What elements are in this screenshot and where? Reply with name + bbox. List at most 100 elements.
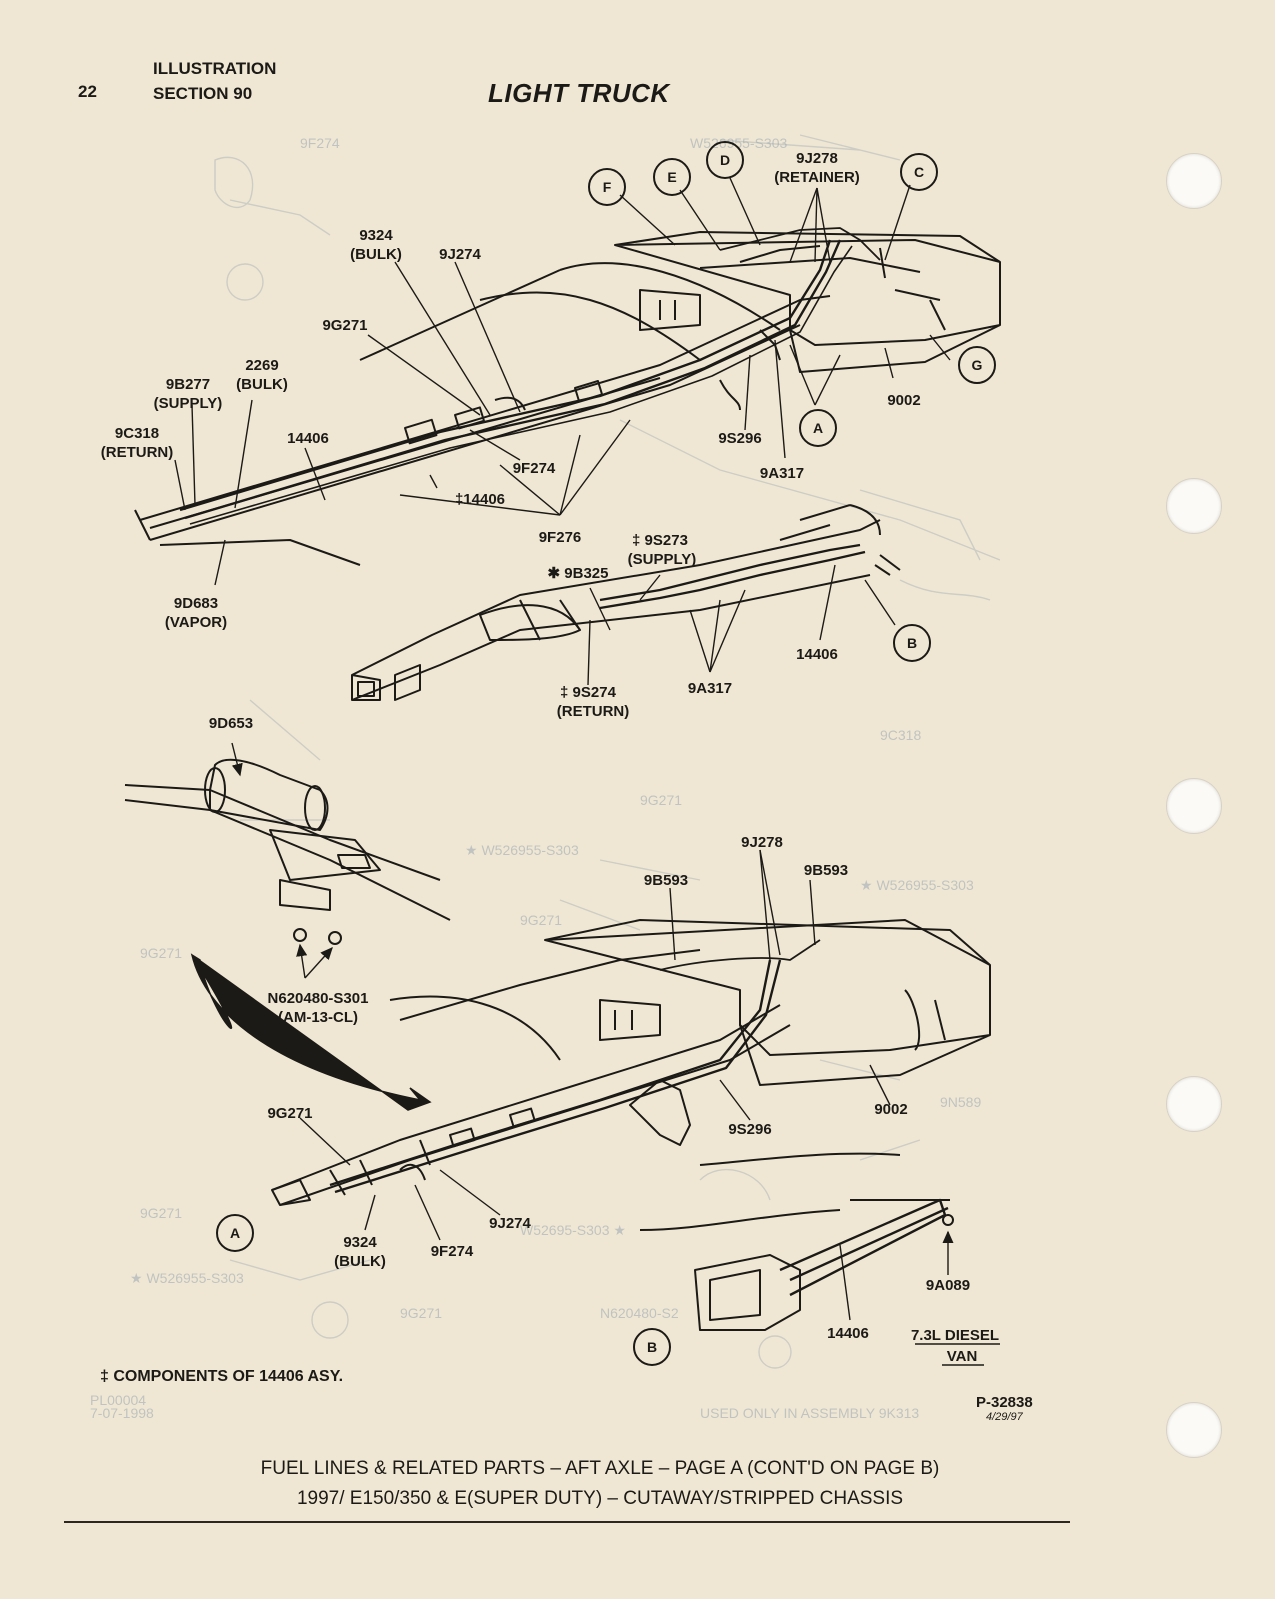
- bleed-through-text: 9F274 W526955-S303 9C318 9G271 ★ W526955…: [90, 135, 981, 1421]
- svg-text:N620480-S2: N620480-S2: [600, 1305, 679, 1321]
- label-9b593-b: 9B593: [804, 862, 848, 879]
- bottom-tank-assembly: [271, 919, 991, 1206]
- label-9s274-return: (RETURN): [557, 703, 630, 720]
- callout-a-bottom: A: [216, 1214, 254, 1252]
- label-9g271-top: 9G271: [322, 317, 367, 334]
- relocation-arrow: [190, 953, 432, 1111]
- part-labels: 9J278 (RETAINER) 9324 (BULK) 9J274 9G271…: [101, 150, 970, 1342]
- diesel-van-detail: [639, 1152, 954, 1331]
- svg-text:★ W526955-S303: ★ W526955-S303: [860, 877, 974, 893]
- label-9002-bottom: 9002: [874, 1101, 907, 1118]
- label-9b277: 9B277: [166, 376, 210, 393]
- page-title: LIGHT TRUCK: [488, 78, 670, 108]
- svg-text:B: B: [907, 635, 917, 651]
- svg-text:B: B: [647, 1339, 657, 1355]
- svg-text:D: D: [720, 152, 730, 168]
- svg-text:A: A: [230, 1225, 240, 1241]
- label-vapor: (VAPOR): [165, 614, 227, 631]
- label-supply: (SUPPLY): [154, 395, 223, 412]
- mid-leader-lines: [587, 564, 896, 686]
- binder-hole-2: [1166, 478, 1222, 534]
- bleed-through-drawing: [214, 134, 1001, 1369]
- svg-text:A: A: [813, 420, 823, 436]
- label-am13: (AM-13-CL): [278, 1009, 358, 1026]
- label-14406-dagger: ‡14406: [455, 491, 505, 508]
- label-9s273: ‡ 9S273: [632, 532, 688, 549]
- label-9j274-bottom: 9J274: [489, 1215, 531, 1232]
- svg-text:9C318: 9C318: [880, 727, 921, 743]
- svg-text:7-07-1998: 7-07-1998: [90, 1405, 154, 1421]
- binder-hole-3: [1166, 778, 1222, 834]
- callout-g: G: [958, 346, 996, 384]
- svg-text:9N589: 9N589: [940, 1094, 981, 1110]
- label-9f276: 9F276: [539, 529, 582, 546]
- svg-text:★ W526955-S303: ★ W526955-S303: [130, 1270, 244, 1286]
- label-return: (RETURN): [101, 444, 174, 461]
- label-9j278-bottom: 9J278: [741, 834, 783, 851]
- binder-hole-1: [1166, 153, 1222, 209]
- svg-text:9F274: 9F274: [300, 135, 340, 151]
- callout-b-mid: B: [893, 624, 931, 662]
- label-9d653: 9D653: [209, 715, 253, 732]
- reference-date: 4/29/97: [986, 1411, 1023, 1423]
- svg-text:9G271: 9G271: [140, 945, 182, 961]
- callout-a-top: A: [799, 409, 837, 447]
- illustration-reference: P-32838 4/29/97: [976, 1394, 1033, 1423]
- label-9a089: 9A089: [926, 1277, 970, 1294]
- label-9f274-bottom: 9F274: [431, 1243, 474, 1260]
- binder-hole-5: [1166, 1402, 1222, 1458]
- label-9g271-bottom: 9G271: [267, 1105, 312, 1122]
- callout-d: D: [706, 141, 744, 179]
- caption-line-1: FUEL LINES & RELATED PARTS – AFT AXLE – …: [260, 1458, 940, 1479]
- diesel-leader-lines: [839, 1230, 954, 1321]
- svg-text:C: C: [914, 164, 924, 180]
- filter-detail: [124, 758, 451, 945]
- bottom-rule: [64, 1521, 1070, 1523]
- mid-frame-assembly: [351, 504, 901, 701]
- label-retainer: (RETAINER): [774, 169, 860, 186]
- variant-line-2: VAN: [947, 1348, 978, 1365]
- label-9b325: ✱ 9B325: [548, 565, 609, 582]
- label-9c318: 9C318: [115, 425, 159, 442]
- bottom-leader-lines: [299, 849, 891, 1241]
- svg-text:9G271: 9G271: [140, 1205, 182, 1221]
- label-bulk-bottom: (BULK): [334, 1253, 386, 1270]
- reference-code: P-32838: [976, 1394, 1033, 1411]
- label-9s274: ‡ 9S274: [560, 684, 617, 701]
- svg-text:E: E: [667, 169, 676, 185]
- callout-b-bottom: B: [633, 1328, 671, 1366]
- page-number: 22: [78, 82, 97, 101]
- label-2269: 2269: [245, 357, 278, 374]
- label-bulk-top: (BULK): [350, 246, 402, 263]
- svg-text:9G271: 9G271: [520, 912, 562, 928]
- label-9s273-supply: (SUPPLY): [628, 551, 697, 568]
- top-leader-lines: [174, 177, 951, 586]
- svg-text:W52695-S303 ★: W52695-S303 ★: [520, 1222, 626, 1238]
- top-tank-assembly: [134, 227, 1001, 566]
- label-9b593-a: 9B593: [644, 872, 688, 889]
- components-footnote: ‡ COMPONENTS OF 14406 ASY.: [100, 1368, 344, 1385]
- svg-text:G: G: [972, 357, 983, 373]
- label-9f274-top: 9F274: [513, 460, 556, 477]
- label-14406-c: 14406: [827, 1325, 869, 1342]
- svg-text:W526955-S303: W526955-S303: [690, 135, 788, 151]
- label-14406-a: 14406: [287, 430, 329, 447]
- label-9s296-top: 9S296: [718, 430, 761, 447]
- callout-e-top: E: [653, 158, 691, 196]
- svg-text:PL00004: PL00004: [90, 1392, 146, 1408]
- diesel-van-note: 7.3L DIESEL VAN: [911, 1327, 1000, 1366]
- label-9324-bottom: 9324: [343, 1234, 377, 1251]
- label-9a317-mid: 9A317: [688, 680, 732, 697]
- label-n620480: N620480-S301: [268, 990, 369, 1007]
- svg-text:F: F: [603, 179, 612, 195]
- svg-text:★ W526955-S303: ★ W526955-S303: [465, 842, 579, 858]
- label-9a317-top: 9A317: [760, 465, 804, 482]
- label-9d683: 9D683: [174, 595, 218, 612]
- section-line-2: SECTION 90: [153, 84, 253, 103]
- callout-c: C: [900, 153, 938, 191]
- filter-leader-lines: [231, 742, 333, 979]
- binder-hole-4: [1166, 1076, 1222, 1132]
- label-9j274-top: 9J274: [439, 246, 481, 263]
